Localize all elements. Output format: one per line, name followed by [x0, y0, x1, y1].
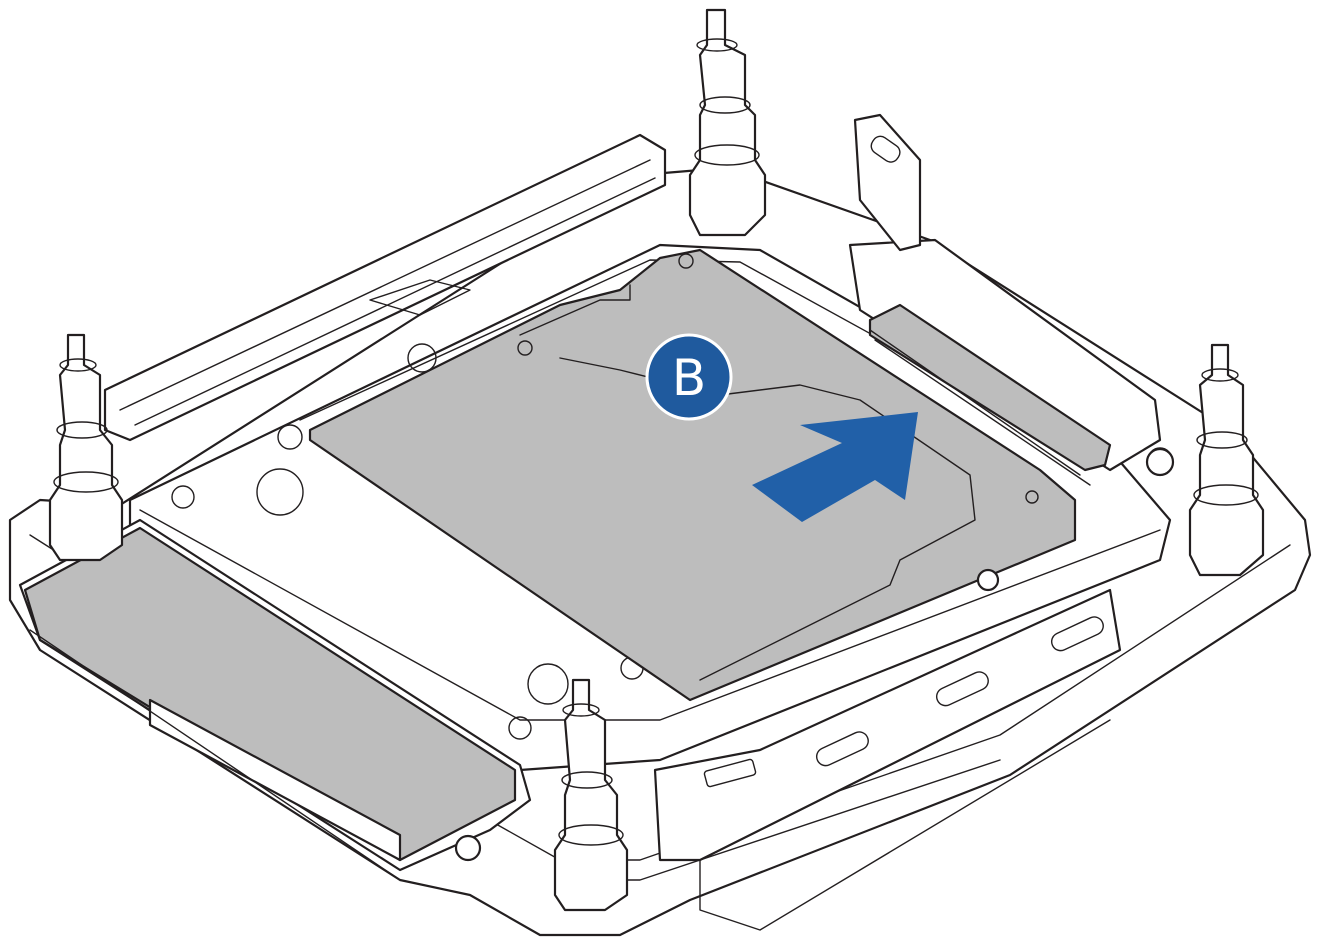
callout-b: B: [645, 333, 733, 421]
front-drive: [18, 518, 532, 881]
callout-label: B: [672, 349, 706, 407]
mounting-post-bottom: [553, 678, 629, 912]
callout-b-icon: [645, 333, 733, 421]
front-panel: [653, 588, 1122, 931]
mounting-post-left: [48, 333, 124, 562]
hard-drive: [308, 248, 1077, 702]
sata-connector: [848, 113, 1175, 486]
mounting-post-top: [688, 8, 767, 237]
mounting-post-right: [1188, 343, 1265, 577]
direction-arrow-icon: [752, 412, 918, 522]
left-rail: [103, 133, 667, 442]
